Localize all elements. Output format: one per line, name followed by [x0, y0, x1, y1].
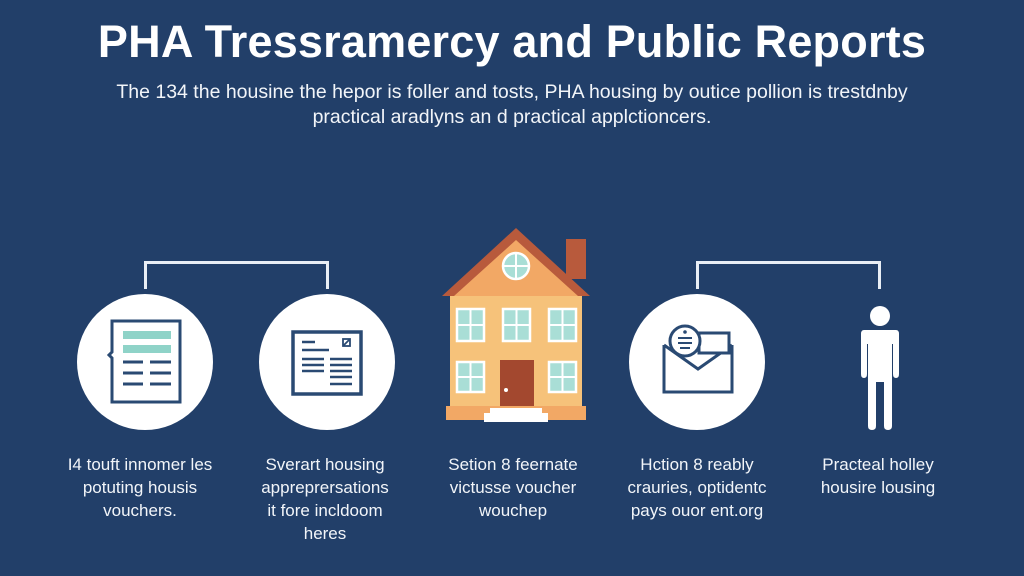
house-icon	[442, 228, 590, 422]
caption-item-3: Setion 8 feernate victusse voucher wouch…	[448, 455, 578, 520]
report-form-icon	[291, 330, 363, 396]
subtitle-line-2: practical aradlyns an d practical applct…	[312, 106, 712, 128]
person-icon	[861, 306, 899, 430]
document-list-icon	[106, 319, 182, 404]
envelope-letter-icon	[662, 324, 734, 394]
connector-bracket-right	[696, 261, 881, 289]
envelope-letter-circle	[629, 294, 765, 430]
connector-bracket-left	[144, 261, 329, 289]
document-list-circle	[77, 294, 213, 430]
caption-item-4: Hction 8 reably crauries, optidentc pays…	[627, 455, 767, 520]
caption-item-1: I4 touft innomer les potuting housis vou…	[67, 455, 213, 520]
page-title: PHA Tressramercy and Public Reports	[97, 16, 927, 67]
report-form-circle	[259, 294, 395, 430]
subtitle-line-1: The 134 the housine the hepor is foller …	[116, 81, 908, 103]
caption-item-5: Practeal holley housire lousing	[820, 455, 936, 497]
page-subtitle: The 134 the housine the hepor is foller …	[100, 80, 924, 130]
caption-item-2: Sverart housing appreprersations it fore…	[261, 455, 389, 543]
